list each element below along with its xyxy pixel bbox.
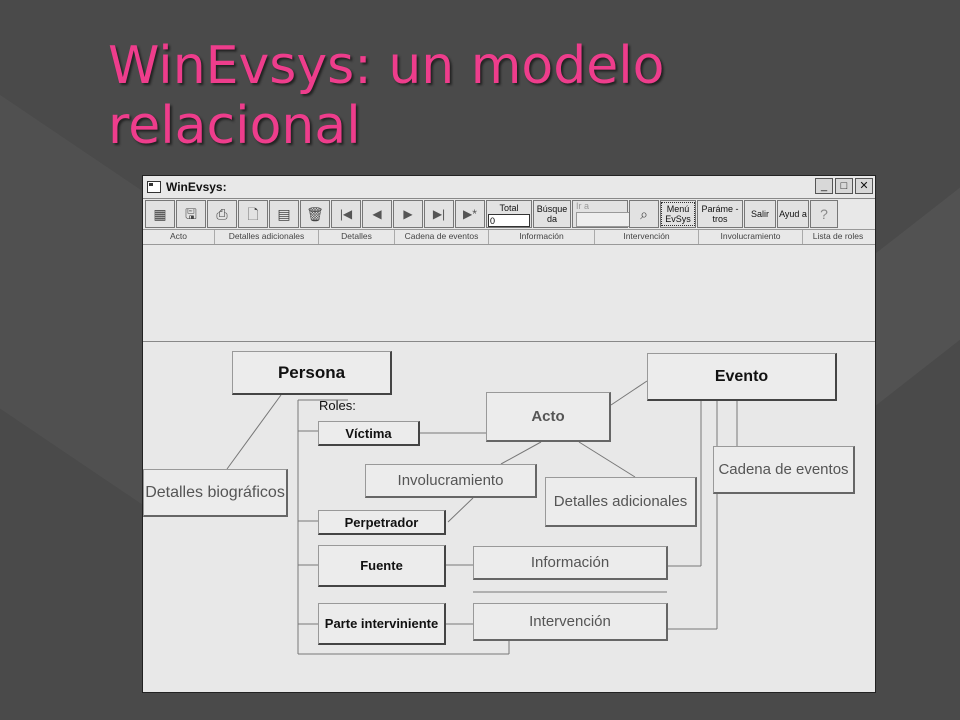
new-record-icon: ▶*	[463, 207, 477, 221]
app-icon	[147, 181, 161, 193]
form-header-area	[143, 245, 875, 342]
total-field: Total	[486, 200, 532, 228]
ir-a-label: Ir a	[576, 201, 590, 211]
entity-cadena-de-eventos: Cadena de eventos	[713, 446, 855, 494]
tab-cadena-de-eventos[interactable]: Cadena de eventos	[395, 230, 489, 244]
help-button[interactable]: ?	[810, 200, 838, 228]
last-record-button[interactable]: ▶|	[424, 200, 454, 228]
last-icon: ▶|	[432, 207, 446, 221]
entity-persona: Persona	[232, 351, 392, 395]
entity-acto: Acto	[486, 392, 611, 442]
ir-a-input[interactable]	[576, 212, 630, 227]
help-icon: ?	[820, 206, 828, 222]
delete-button[interactable]: 🗑	[300, 200, 330, 228]
role-victima: Víctima	[318, 421, 420, 446]
entity-detalles-adicionales: Detalles adicionales	[545, 477, 697, 527]
menu-evsys-label: Menú EvSys	[661, 202, 695, 226]
entity-involucramiento: Involucramiento	[365, 464, 537, 498]
tab-acto[interactable]: Acto	[143, 230, 215, 244]
save-edit-button[interactable]: 🖫	[176, 200, 206, 228]
slide-title: WinEvsys: un modelo relacional	[108, 36, 665, 156]
next-icon: ▶	[403, 207, 413, 221]
tab-bar: Acto Detalles adicionales Detalles Caden…	[143, 230, 875, 245]
form-button[interactable]: ▤	[269, 200, 299, 228]
printer-icon: ⎙	[216, 206, 228, 222]
first-record-button[interactable]: |◀	[331, 200, 361, 228]
print-preview-button[interactable]: 🗋	[238, 200, 268, 228]
salir-button[interactable]: Salir	[744, 200, 776, 228]
print-button[interactable]: ⎙	[207, 200, 237, 228]
find-button[interactable]: ⌕	[629, 200, 659, 228]
first-icon: |◀	[339, 207, 353, 221]
roles-label: Roles:	[319, 398, 356, 413]
close-button[interactable]: ✕	[855, 178, 873, 194]
relational-diagram: Persona Evento Acto Roles: Víctima Perpe…	[143, 341, 875, 692]
prev-icon: ◀	[372, 207, 382, 221]
role-perpetrador: Perpetrador	[318, 510, 446, 535]
window-titlebar[interactable]: WinEvsys: _ □ ✕	[143, 176, 875, 199]
tab-involucramiento[interactable]: Involucramiento	[699, 230, 803, 244]
minimize-button[interactable]: _	[815, 178, 833, 194]
role-parte-interviniente: Parte interviniente	[318, 603, 446, 645]
connector-lines	[226, 380, 738, 655]
entity-informacion: Información	[473, 546, 668, 580]
toolbar: ▦ 🖫 ⎙ 🗋 ▤ 🗑 |◀ ◀ ▶ ▶| ▶* Total Búsque da…	[143, 199, 875, 230]
next-record-button[interactable]: ▶	[393, 200, 423, 228]
entity-detalles-biograficos: Detalles biográficos	[143, 469, 288, 517]
tab-detalles-adicionales[interactable]: Detalles adicionales	[215, 230, 319, 244]
tab-informacion[interactable]: Información	[489, 230, 595, 244]
total-input[interactable]	[488, 214, 530, 227]
prev-record-button[interactable]: ◀	[362, 200, 392, 228]
ir-a-field: Ir a	[572, 200, 630, 228]
save-pencil-icon: 🖫	[185, 206, 197, 222]
role-fuente: Fuente	[318, 545, 446, 587]
table-view-button[interactable]: ▦	[145, 200, 175, 228]
form-icon: ▤	[277, 206, 291, 222]
maximize-button[interactable]: □	[835, 178, 853, 194]
entity-intervencion: Intervención	[473, 603, 668, 641]
entity-evento: Evento	[647, 353, 837, 401]
tab-lista-de-roles[interactable]: Lista de roles	[812, 231, 864, 241]
new-record-button[interactable]: ▶*	[455, 200, 485, 228]
ayuda-button[interactable]: Ayud a	[777, 200, 809, 228]
window-title: WinEvsys:	[166, 180, 227, 194]
tab-detalles[interactable]: Detalles	[319, 230, 395, 244]
busqueda-button[interactable]: Búsque da	[533, 200, 571, 228]
window-controls: _ □ ✕	[815, 178, 873, 194]
app-window: WinEvsys: _ □ ✕ ▦ 🖫 ⎙ 🗋 ▤ 🗑 |◀ ◀ ▶ ▶| ▶*…	[142, 175, 876, 693]
preview-icon: 🗋	[247, 206, 259, 222]
parametros-button[interactable]: Paráme -tros	[697, 200, 743, 228]
menu-evsys-button[interactable]: Menú EvSys	[660, 200, 696, 228]
trash-icon: 🗑	[306, 206, 324, 222]
total-label: Total	[499, 203, 519, 213]
tab-intervencion[interactable]: Intervención	[595, 230, 699, 244]
table-icon: ▦	[153, 206, 167, 222]
binoculars-icon: ⌕	[640, 206, 648, 222]
